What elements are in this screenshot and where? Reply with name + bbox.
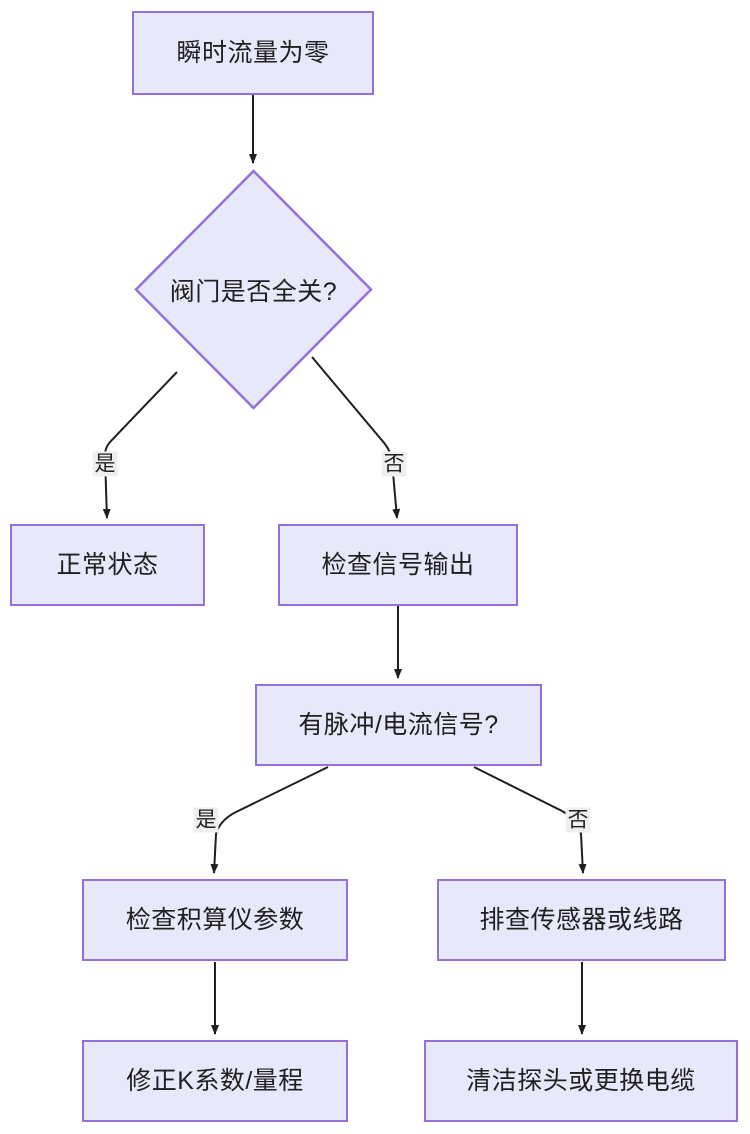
edge-label-yes-2: 是	[193, 807, 219, 833]
node-instant-flow-zero[interactable]: 瞬时流量为零	[132, 11, 374, 95]
node-label: 有脉冲/电流信号?	[298, 711, 499, 739]
edge-label-yes-1: 是	[92, 451, 118, 477]
diamond-shape	[134, 169, 373, 410]
node-pulse-current-signal-decision[interactable]: 有脉冲/电流信号?	[255, 684, 542, 766]
node-label: 检查信号输出	[321, 551, 475, 579]
node-check-totalizer-params[interactable]: 检查积算仪参数	[82, 879, 348, 961]
edge-n5-n6	[210, 766, 329, 874]
node-troubleshoot-sensor-or-wiring[interactable]: 排查传感器或线路	[437, 879, 726, 961]
node-label: 清洁探头或更换电缆	[466, 1067, 696, 1095]
node-label: 排查传感器或线路	[479, 906, 684, 934]
node-clean-probe-or-replace-cable[interactable]: 清洁探头或更换电缆	[424, 1040, 738, 1122]
node-label: 修正K系数/量程	[126, 1067, 304, 1095]
node-check-signal-output[interactable]: 检查信号输出	[278, 524, 518, 606]
node-label: 检查积算仪参数	[125, 906, 305, 934]
node-correct-k-factor-range[interactable]: 修正K系数/量程	[82, 1040, 348, 1122]
node-label: 正常状态	[56, 551, 159, 579]
edge-label-no-1: 否	[381, 451, 407, 477]
node-label: 瞬时流量为零	[176, 39, 330, 67]
node-valve-fully-closed-decision[interactable]: 阀门是否全关?	[134, 169, 373, 410]
edge-label-no-2: 否	[565, 807, 591, 833]
node-label: 阀门是否全关?	[169, 277, 338, 306]
node-normal-state[interactable]: 正常状态	[10, 524, 205, 606]
